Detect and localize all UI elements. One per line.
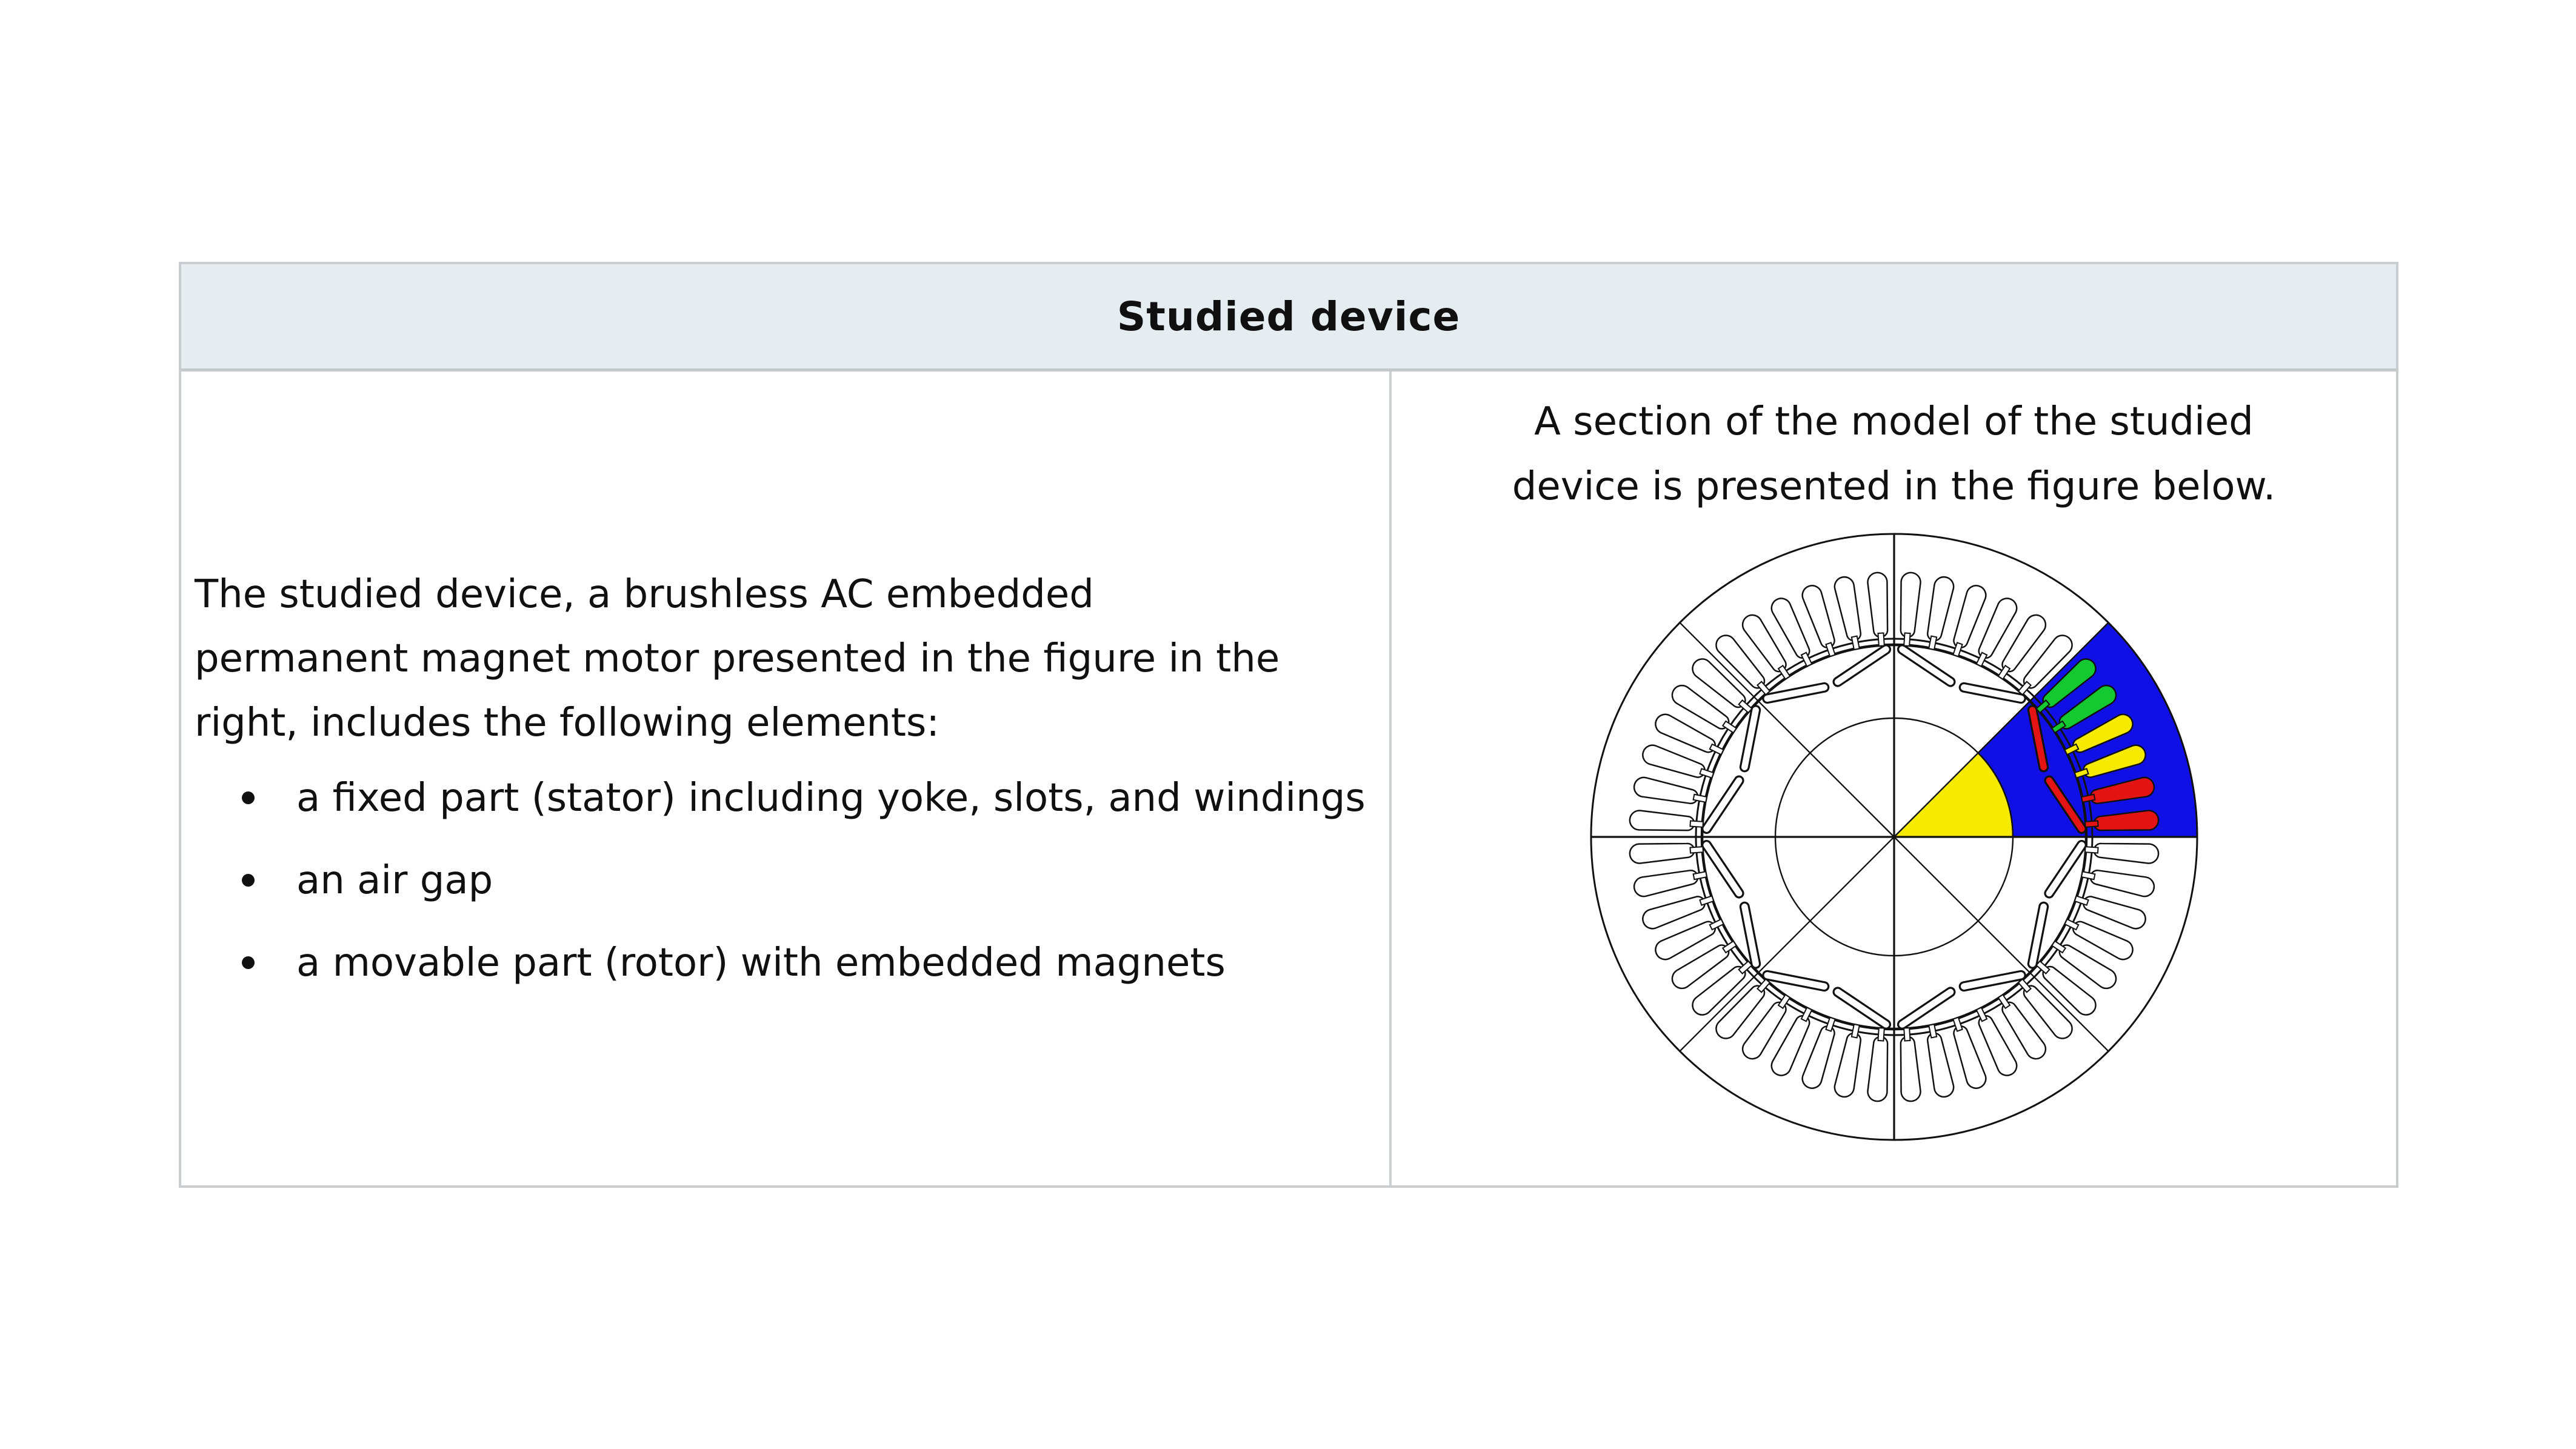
- stator-slot: [1975, 598, 2017, 667]
- magnet-pair-highlighted: [2027, 705, 2087, 834]
- stator-slot: [1641, 744, 1714, 779]
- stator-slot: [2050, 940, 2117, 990]
- list-item: a fixed part (stator) including yoke, sl…: [195, 766, 1369, 830]
- stator-slot: [2035, 960, 2097, 1016]
- magnet-pair: [1761, 970, 1891, 1030]
- studied-device-table: Studied device The studied device, a bru…: [179, 262, 2398, 1188]
- radial-section-lines: [1590, 534, 2197, 1140]
- magnet-pair: [1701, 705, 1761, 834]
- list-item: a movable part (rotor) with embedded mag…: [195, 931, 1369, 995]
- bullet-text: a movable part (rotor) with embedded mag…: [296, 940, 1226, 985]
- stator-slot: [1691, 658, 1753, 714]
- table-header-row: Studied device: [181, 264, 2396, 371]
- stator-slot: [1691, 960, 1753, 1016]
- stator-slot: [1900, 571, 1921, 647]
- stator-slot: [1801, 585, 1836, 658]
- stator-slot: [2080, 869, 2155, 898]
- table-body-row: The studied device, a brushless AC embed…: [181, 371, 2396, 1185]
- stator-slot: [2017, 635, 2073, 696]
- stator-slot: [1671, 940, 1737, 990]
- description-cell: The studied device, a brushless AC embed…: [181, 371, 1392, 1185]
- stator-slot: [1770, 1007, 1813, 1076]
- stator-slot: [1629, 810, 1704, 831]
- stator-bore-circle: [1695, 638, 2093, 1036]
- stator-slot: [1952, 1016, 1987, 1089]
- bullet-list: a fixed part (stator) including yoke, sl…: [195, 766, 1369, 995]
- stator-slot: [1741, 614, 1791, 681]
- stator-slot: [1770, 598, 1813, 667]
- bullet-dot: [242, 791, 255, 804]
- stator-slot: [1834, 576, 1861, 651]
- winding-slot: [2063, 713, 2134, 756]
- stator-slot: [1633, 776, 1707, 805]
- winding-slot: [2035, 658, 2097, 714]
- stator-slot: [1866, 571, 1888, 647]
- stator-slot: [1926, 576, 1954, 651]
- stator-slot: [1641, 895, 1714, 930]
- winding-slot: [2084, 810, 2159, 831]
- stator-slot: [1997, 614, 2046, 681]
- bullet-text: an air gap: [296, 858, 493, 903]
- stator-slot: [1866, 1027, 1888, 1102]
- stator-slot: [1834, 1023, 1861, 1098]
- bullet-dot: [242, 873, 255, 887]
- stator-slot: [1629, 842, 1704, 864]
- list-item: an air gap: [195, 848, 1369, 913]
- winding-slot: [2080, 776, 2155, 805]
- bullet-dot: [242, 956, 255, 969]
- stator-slots: [1629, 571, 2159, 1102]
- magnet-pair: [1761, 644, 1891, 704]
- rotor-surface-circle: [1700, 643, 2087, 1031]
- stator-slot: [1926, 1023, 1954, 1098]
- table-title: Studied device: [1116, 293, 1461, 340]
- stator-slot: [2017, 978, 2073, 1039]
- stator-slot: [1715, 635, 1770, 696]
- magnet-pair: [1897, 970, 2026, 1030]
- stator-slot: [1975, 1007, 2017, 1076]
- stator-slot: [1900, 1027, 1921, 1102]
- bullet-text: a fixed part (stator) including yoke, sl…: [296, 775, 1366, 821]
- stator-slot: [1741, 993, 1791, 1060]
- stator-slot: [2063, 918, 2134, 961]
- figure-container: [1590, 533, 2198, 1144]
- stator-slot: [1952, 585, 1987, 658]
- stator-slot: [1654, 713, 1724, 756]
- stator-slot: [1715, 978, 1770, 1039]
- description-paragraph: The studied device, a brushless AC embed…: [195, 571, 1280, 745]
- magnet-pair: [1701, 839, 1761, 969]
- magnet-pair: [2027, 839, 2087, 969]
- stator-slot: [1997, 993, 2046, 1060]
- stator-slot: [1654, 918, 1724, 961]
- stator-slot: [2084, 842, 2159, 864]
- stator-slot: [1801, 1016, 1836, 1089]
- motor-cross-section-figure: [1590, 533, 2198, 1141]
- stator-slot: [1633, 869, 1707, 898]
- rotor-magnets: [1701, 644, 2087, 1030]
- winding-slot: [2074, 744, 2146, 779]
- stator-slot: [2074, 895, 2146, 930]
- magnet-pair: [1897, 644, 2026, 704]
- winding-slot: [2050, 684, 2117, 734]
- stator-slot: [1671, 684, 1737, 734]
